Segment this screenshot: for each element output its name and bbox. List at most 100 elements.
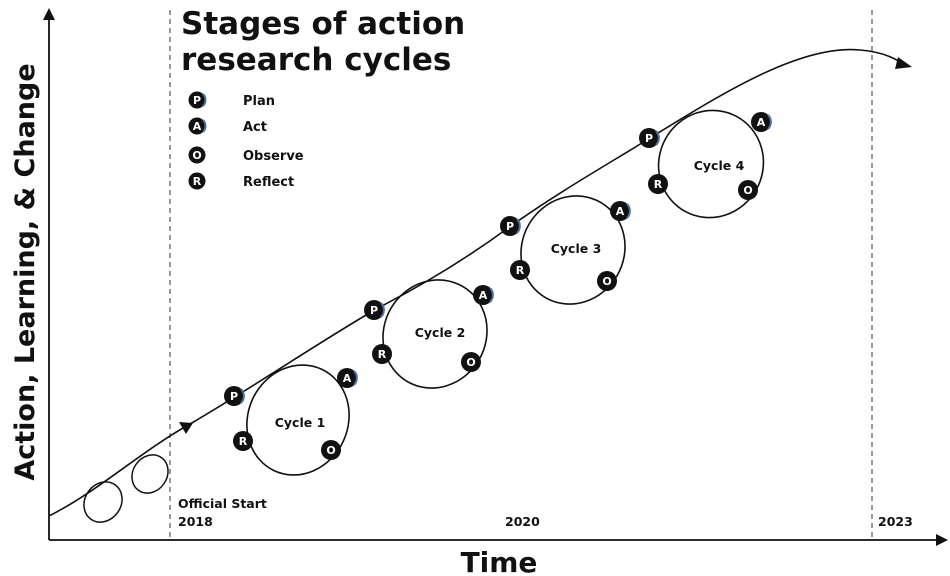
marker-accent-icon — [626, 203, 631, 219]
act-marker-icon — [473, 285, 493, 305]
marker-letter: A — [616, 205, 625, 218]
act-marker: A — [751, 112, 772, 132]
cycle-label: Cycle 3 — [551, 241, 602, 256]
y-axis-arrowhead — [43, 8, 55, 20]
act-marker-icon — [188, 117, 206, 135]
start-year-label: 2018 — [178, 514, 213, 529]
reflect-marker: R — [510, 260, 530, 280]
legend-marker-letter: R — [193, 175, 202, 188]
reflect-marker-icon — [372, 344, 392, 364]
marker-accent-icon — [380, 302, 385, 318]
plan-marker: P — [224, 386, 245, 406]
act-marker-icon — [751, 112, 771, 132]
cycle-1: Cycle 1 P A O R — [224, 364, 358, 476]
observe-marker-icon — [597, 271, 617, 291]
observe-marker: O — [597, 271, 617, 291]
marker-accent-icon — [202, 93, 207, 107]
marker-letter: O — [326, 444, 335, 457]
cycle-label: Cycle 1 — [275, 415, 326, 430]
legend-item-act: A Act — [188, 117, 267, 135]
diagram-title-line1: Stages of action — [181, 6, 465, 42]
plan-marker-icon — [500, 216, 520, 236]
plan-marker: P — [500, 216, 521, 236]
plan-marker-icon — [188, 91, 206, 109]
observe-marker: O — [321, 440, 341, 460]
plan-marker-icon — [639, 128, 659, 148]
plan-marker: P — [639, 128, 660, 148]
observe-marker-icon — [321, 440, 341, 460]
marker-letter: O — [602, 275, 611, 288]
legend-label-plan: Plan — [243, 94, 275, 109]
observe-marker-icon — [188, 146, 206, 164]
legend-label-observe: Observe — [243, 149, 304, 164]
legend-marker-letter: A — [193, 120, 202, 133]
plan-marker: P — [364, 300, 385, 320]
act-marker: A — [337, 368, 358, 388]
observe-marker-icon — [461, 352, 481, 372]
marker-accent-icon — [767, 114, 772, 130]
reflect-marker-icon — [233, 431, 253, 451]
marker-accent-icon — [202, 119, 207, 133]
marker-letter: O — [466, 356, 475, 369]
legend-label-reflect: Reflect — [243, 175, 294, 190]
diagram-title-line2: research cycles — [181, 42, 451, 78]
plan-marker-icon — [224, 386, 244, 406]
reflect-marker-icon — [510, 260, 530, 280]
reflect-marker-icon — [188, 172, 206, 190]
marker-accent-icon — [240, 388, 245, 404]
marker-letter: A — [757, 116, 766, 129]
marker-accent-icon — [353, 370, 358, 386]
mid-year-label: 2020 — [505, 514, 540, 529]
cycle-2: Cycle 2 P A O R — [364, 279, 494, 389]
legend-item-plan: P Plan — [188, 91, 275, 109]
marker-letter: P — [506, 220, 514, 233]
observe-marker: O — [738, 180, 758, 200]
y-axis-label: Action, Learning, & Change — [10, 63, 41, 480]
cycle-loop — [246, 364, 350, 476]
marker-accent-icon — [655, 130, 660, 146]
marker-letter: O — [743, 184, 752, 197]
end-year-label: 2023 — [878, 514, 913, 529]
act-marker-icon — [610, 201, 630, 221]
pre-start-loop — [131, 454, 169, 494]
reflect-marker: R — [233, 431, 253, 451]
marker-letter: R — [654, 178, 663, 191]
marker-letter: P — [645, 132, 653, 145]
cycle-4: Cycle 4 P A O R — [639, 109, 772, 219]
reflect-marker: R — [372, 344, 392, 364]
legend-label-act: Act — [243, 120, 267, 135]
pre-start-loop — [83, 481, 123, 523]
marker-accent-icon — [516, 218, 521, 234]
cycle-3: Cycle 3 P A O R — [500, 195, 631, 305]
marker-letter: R — [516, 264, 525, 277]
observe-marker-icon — [738, 180, 758, 200]
act-marker-icon — [337, 368, 357, 388]
cycle-loop — [520, 195, 626, 305]
marker-letter: R — [239, 435, 248, 448]
marker-letter: P — [230, 390, 238, 403]
progression-curve — [48, 48, 907, 517]
legend-item-observe: O Observe — [188, 146, 304, 164]
curve-end-arrowhead — [895, 57, 912, 69]
observe-marker: O — [461, 352, 481, 372]
reflect-marker: R — [648, 174, 668, 194]
act-marker: A — [473, 285, 494, 305]
x-axis-label: Time — [461, 546, 538, 576]
plan-marker-icon — [364, 300, 384, 320]
marker-letter: P — [370, 304, 378, 317]
cycle-label: Cycle 2 — [415, 325, 466, 340]
curve-mid-arrowhead — [179, 422, 193, 434]
marker-accent-icon — [489, 287, 494, 303]
legend-marker-letter: P — [193, 94, 201, 107]
legend-marker-letter: O — [192, 149, 201, 162]
x-axis-arrowhead — [936, 534, 948, 546]
official-start-label: Official Start — [178, 496, 267, 511]
marker-letter: A — [343, 372, 352, 385]
reflect-marker-icon — [648, 174, 668, 194]
cycle-label: Cycle 4 — [694, 158, 745, 173]
legend: P Plan A Act O Observe R Reflect — [188, 91, 304, 190]
legend-item-reflect: R Reflect — [188, 172, 294, 190]
act-marker: A — [610, 201, 631, 221]
marker-letter: R — [378, 348, 387, 361]
